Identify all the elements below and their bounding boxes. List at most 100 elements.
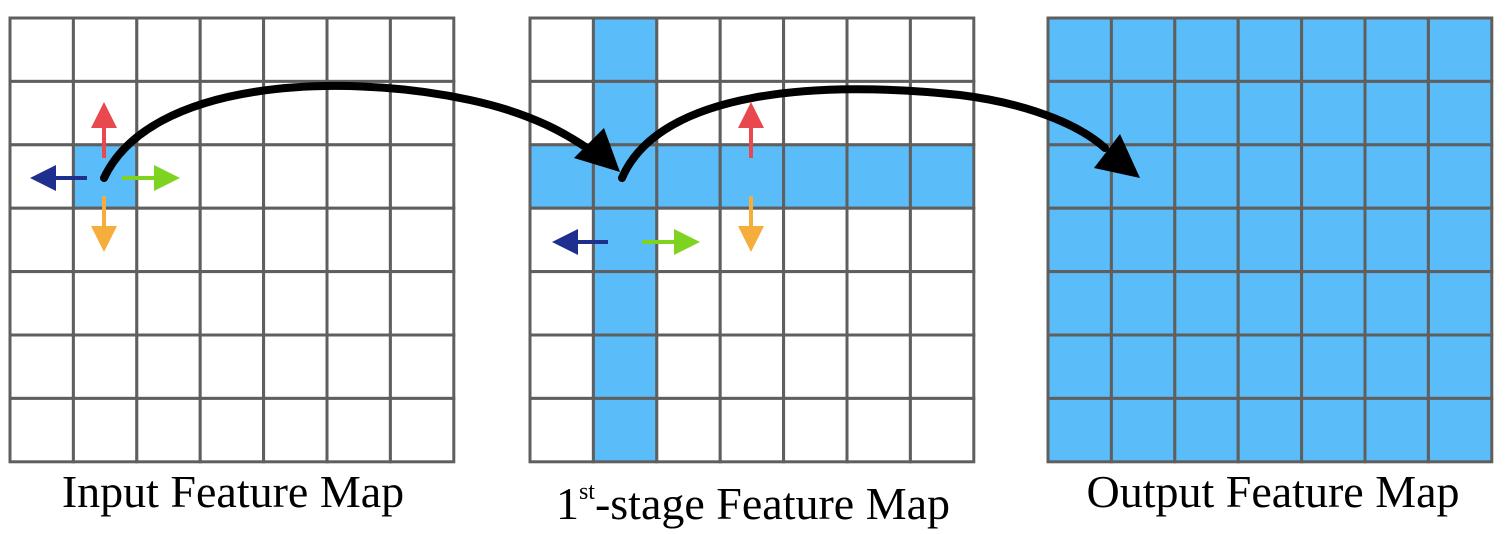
arrow-up-icon [91,102,117,158]
grid-cell-highlighted [1109,16,1177,83]
grid-cell-highlighted [1236,79,1304,147]
grid-cell [782,16,849,83]
grid-cell-highlighted [1046,79,1113,147]
grid-cell-highlighted [1236,143,1304,210]
grid-cell-highlighted [1109,79,1177,147]
grid-cell [655,270,722,337]
grid-cell [845,16,912,83]
grid-cell-highlighted [1300,79,1367,147]
grid-cell-highlighted [845,143,912,210]
output-map-caption: Output Feature Map [1086,466,1460,517]
grid-cell-highlighted [1363,16,1430,83]
grid-cell [135,206,202,274]
grid-cell [845,206,912,274]
grid-cell [135,16,202,83]
grid-cell [8,333,75,400]
grid-cell-highlighted [591,333,659,400]
grid-cell-highlighted [591,270,659,337]
grid-cell [528,333,595,400]
grid-cell [71,396,139,464]
grid-cell-highlighted [1046,143,1113,210]
grid-cell [388,270,456,337]
grid-cell [71,333,139,400]
grid-cell [845,270,912,337]
grid-cell-highlighted [1173,143,1240,210]
grid-cell [325,206,392,274]
grid-cell [782,333,849,400]
grid-cell-highlighted [1109,396,1177,464]
grid-cell [198,396,266,464]
grid-cell [388,206,456,274]
grid-cell [262,333,329,400]
grid-cell [8,206,75,274]
grid-cell-highlighted [591,396,659,464]
input-feature-map [8,16,456,464]
grid-cell [845,333,912,400]
grid-cell-highlighted [1173,396,1240,464]
grid-cell [8,270,75,337]
grid-cell-highlighted [1046,396,1113,464]
grid-cell [718,270,786,337]
grid-cell-highlighted [908,143,976,210]
grid-cell-highlighted [1173,206,1240,274]
stage1-caption-sup: st [578,479,595,505]
grid-cell-highlighted [782,143,849,210]
grid-cell [325,396,392,464]
arrow-down-icon [738,196,764,252]
grid-cell-highlighted [1363,206,1430,274]
grid-cell [908,16,976,83]
grid-cell-highlighted [1363,143,1430,210]
grid-cell [8,396,75,464]
grid-cell [528,16,595,83]
grid-cell [388,16,456,83]
grid-cell-highlighted [1236,333,1304,400]
grid-cell-highlighted [1426,16,1494,83]
grid-cell-highlighted [1046,16,1113,83]
grid-cell [655,16,722,83]
grid-cell [388,143,456,210]
stage1-caption-suffix: -stage Feature Map [594,478,951,529]
grid-cell [528,396,595,464]
curved-arrow-icon [100,82,620,182]
grid-cell [718,16,786,83]
grid-cell-highlighted [1236,16,1304,83]
grid-cell-highlighted [1046,270,1113,337]
arrow-right-icon [122,165,180,191]
grid-cell-highlighted [1173,79,1240,147]
grid-cell [388,333,456,400]
grid-cell [262,16,329,83]
arrow-right-icon [642,229,700,255]
grid-cell [908,396,976,464]
output-feature-map [1046,16,1494,464]
grid-cell-highlighted [1173,16,1240,83]
grid-cell [718,333,786,400]
grid-cell [782,206,849,274]
grid-cell-highlighted [1046,333,1113,400]
grid-cell [655,396,722,464]
grid-cell-highlighted [591,206,659,274]
grid-cell [198,270,266,337]
grid-cell [782,396,849,464]
grid-cell [388,396,456,464]
grid-cell [135,333,202,400]
grid-cell-highlighted [1426,333,1494,400]
arrow-left-icon [552,229,608,255]
stage1-map-caption: 1st-stage Feature Map [520,462,986,529]
grid-cell-highlighted [1363,396,1430,464]
grid-cell [718,396,786,464]
grid-cell-highlighted [1173,333,1240,400]
grid-cell [908,206,976,274]
grid-cell-highlighted [1363,270,1430,337]
grid-cell [135,396,202,464]
connector-arrows [100,82,1140,182]
grid-cell-highlighted [1426,270,1494,337]
grid-cell-highlighted [655,143,722,210]
grid-cell-highlighted [1236,396,1304,464]
grid-cell-highlighted [1173,270,1240,337]
grid-cell [908,270,976,337]
grid-cell [71,16,139,83]
curved-arrow-icon [618,85,1140,182]
grid-cell-highlighted [1236,270,1304,337]
direction-arrows [30,102,764,255]
